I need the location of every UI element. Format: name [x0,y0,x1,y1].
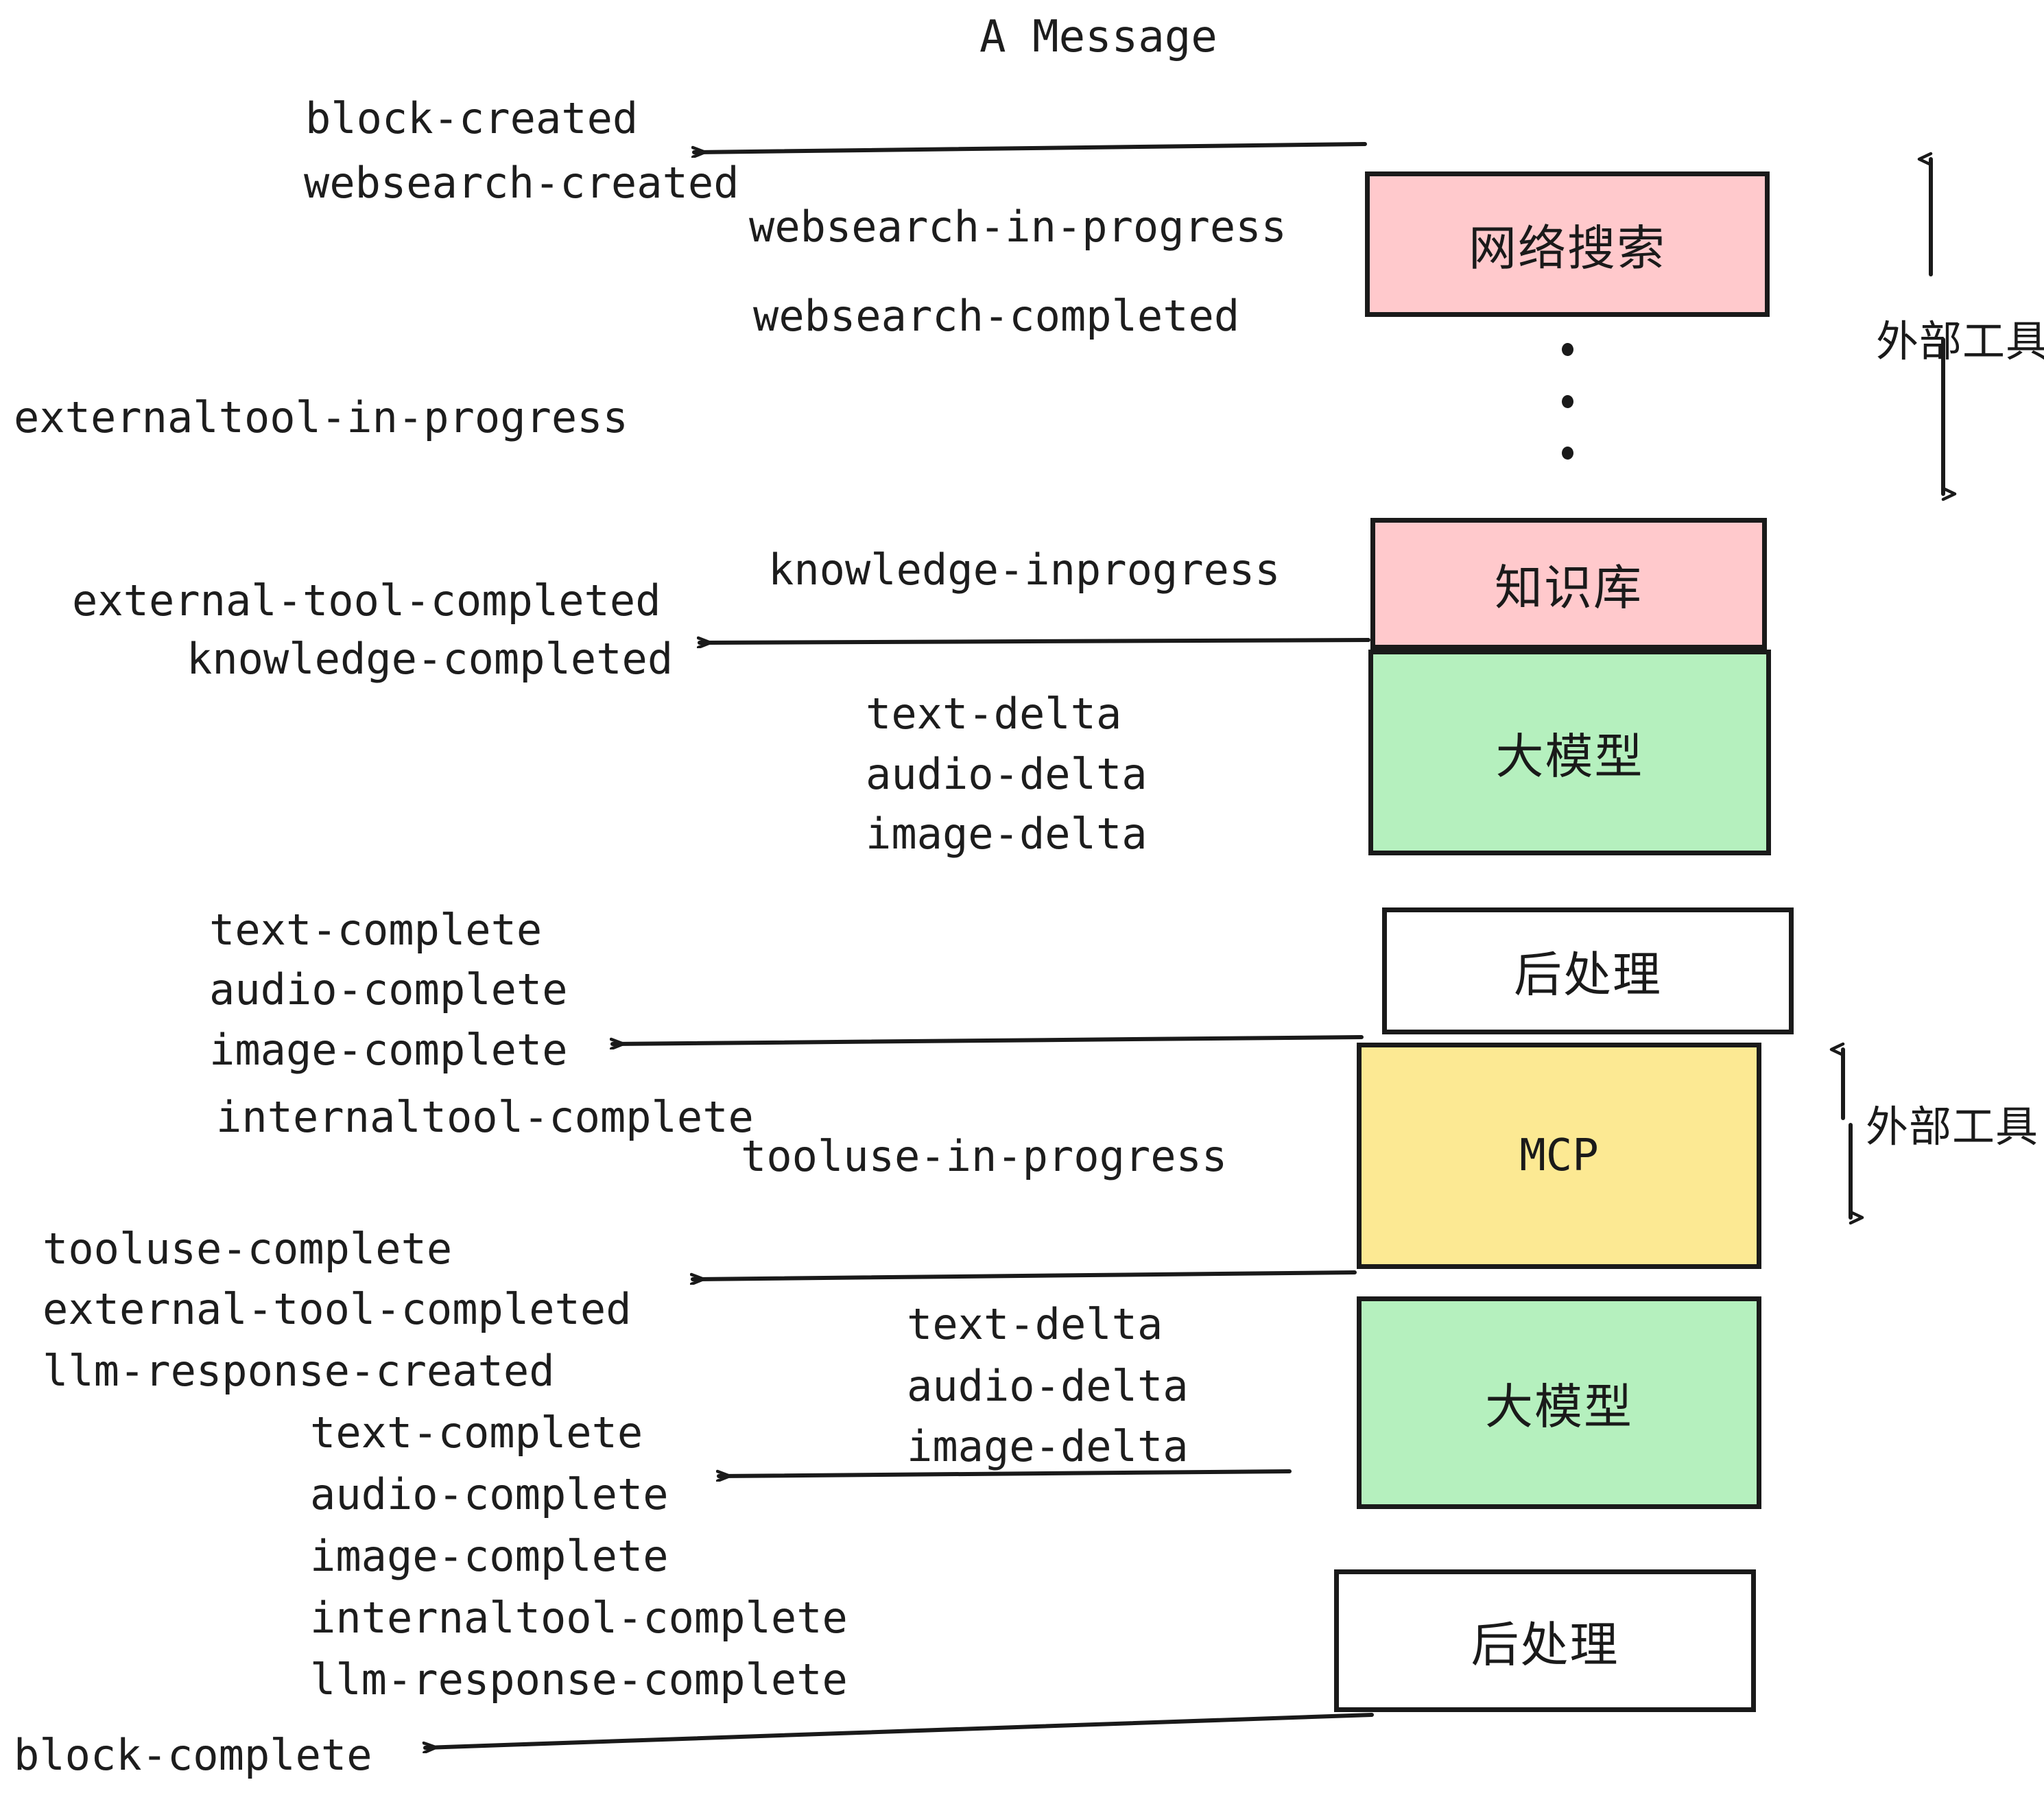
node-box[interactable]: 大模型 [1357,1296,1761,1509]
event-label: tooluse-complete [43,1224,453,1274]
event-label: llm-response-complete [310,1654,848,1705]
flow-arrow [425,1713,1374,1748]
flow-arrow [694,142,1367,152]
event-label: block-complete [14,1730,372,1780]
event-label: image-delta [866,809,1148,859]
ellipsis-dot [1561,394,1573,408]
event-label: externaltool-in-progress [14,392,628,442]
node-box[interactable]: 后处理 [1334,1569,1756,1712]
event-label: internaltool-complete [216,1092,754,1142]
node-box[interactable]: 大模型 [1368,650,1771,855]
node-box[interactable]: MCP [1357,1043,1761,1269]
ellipsis-dot [1561,447,1573,460]
event-label: text-delta [907,1299,1163,1349]
event-label: external-tool-completed [43,1284,632,1334]
event-label: knowledge-completed [187,634,674,684]
ellipsis-dot [1561,343,1573,356]
vertical-ellipsis [1560,343,1574,460]
event-label: llm-response-created [43,1346,555,1396]
event-label: audio-complete [209,964,568,1014]
event-label: external-tool-completed [72,575,661,626]
flow-arrow [719,1469,1292,1476]
event-label: knowledge-inprogress [768,545,1281,595]
event-label: text-complete [209,905,543,955]
external-tool-label: 外部工具 [1866,1102,2039,1152]
event-label: image-delta [907,1421,1189,1471]
event-label: websearch-created [304,158,739,208]
event-label: image-complete [310,1531,669,1581]
flow-arrow [613,1035,1364,1044]
event-label: websearch-in-progress [749,202,1287,252]
event-label: websearch-completed [753,291,1240,341]
event-label: internaltool-complete [310,1593,848,1643]
external-tool-label: 外部工具 [1876,316,2044,366]
node-box[interactable]: 知识库 [1370,518,1767,650]
event-label: block-created [305,93,639,143]
event-label: tooluse-in-progress [741,1131,1228,1181]
flow-arrow [693,1270,1357,1279]
event-label: audio-delta [866,749,1148,799]
flow-arrow [700,640,1370,643]
event-label: text-complete [310,1408,643,1458]
event-label: text-delta [866,689,1122,739]
event-label: image-complete [209,1025,568,1075]
event-label: audio-complete [310,1469,669,1519]
page-title: A Message [979,12,1217,62]
event-label: audio-delta [907,1361,1189,1411]
node-box[interactable]: 后处理 [1382,907,1794,1034]
node-box[interactable]: 网络搜索 [1365,171,1770,317]
